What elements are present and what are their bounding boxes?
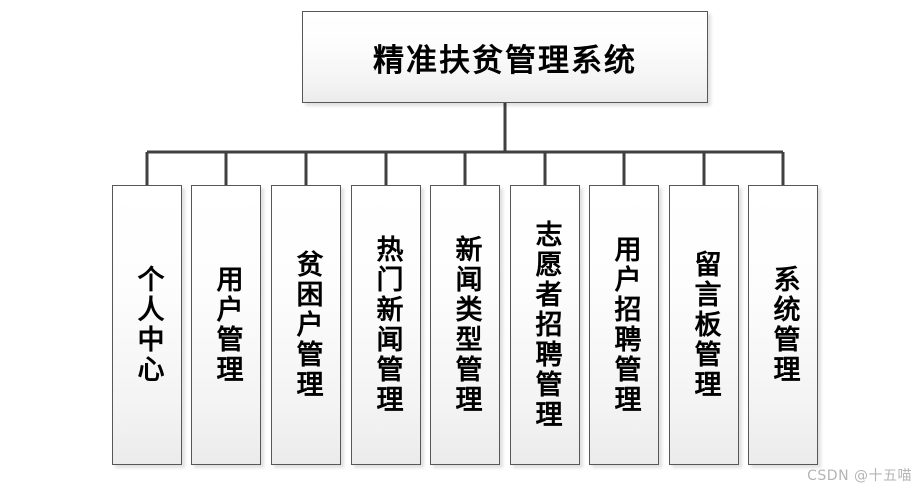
node-child-user-recruitment-management[interactable]: 用户招聘管理 xyxy=(589,185,659,465)
node-child-label: 热门新闻管理 xyxy=(371,235,403,415)
node-child-hot-news-management[interactable]: 热门新闻管理 xyxy=(351,185,421,465)
node-child-poor-household-management[interactable]: 贫困户管理 xyxy=(271,185,341,465)
node-child-personal-center[interactable]: 个人中心 xyxy=(112,185,182,465)
node-child-label: 个人中心 xyxy=(132,265,164,385)
node-root-label: 精准扶贫管理系统 xyxy=(373,42,637,79)
watermark: CSDN @十五喵 xyxy=(807,468,912,484)
node-child-label: 系统管理 xyxy=(768,265,800,385)
node-child-volunteer-recruitment-management[interactable]: 志愿者招聘管理 xyxy=(510,185,580,465)
node-child-label: 志愿者招聘管理 xyxy=(530,220,562,430)
node-child-label: 新闻类型管理 xyxy=(450,235,482,415)
node-child-label: 留言板管理 xyxy=(689,250,721,400)
node-child-label: 用户管理 xyxy=(211,265,243,385)
node-child-message-board-management[interactable]: 留言板管理 xyxy=(669,185,739,465)
node-child-news-type-management[interactable]: 新闻类型管理 xyxy=(430,185,500,465)
node-child-label: 贫困户管理 xyxy=(291,250,323,400)
node-child-label: 用户招聘管理 xyxy=(609,235,641,415)
node-child-user-management[interactable]: 用户管理 xyxy=(191,185,261,465)
node-child-system-management[interactable]: 系统管理 xyxy=(748,185,818,465)
node-root[interactable]: 精准扶贫管理系统 xyxy=(302,11,708,103)
